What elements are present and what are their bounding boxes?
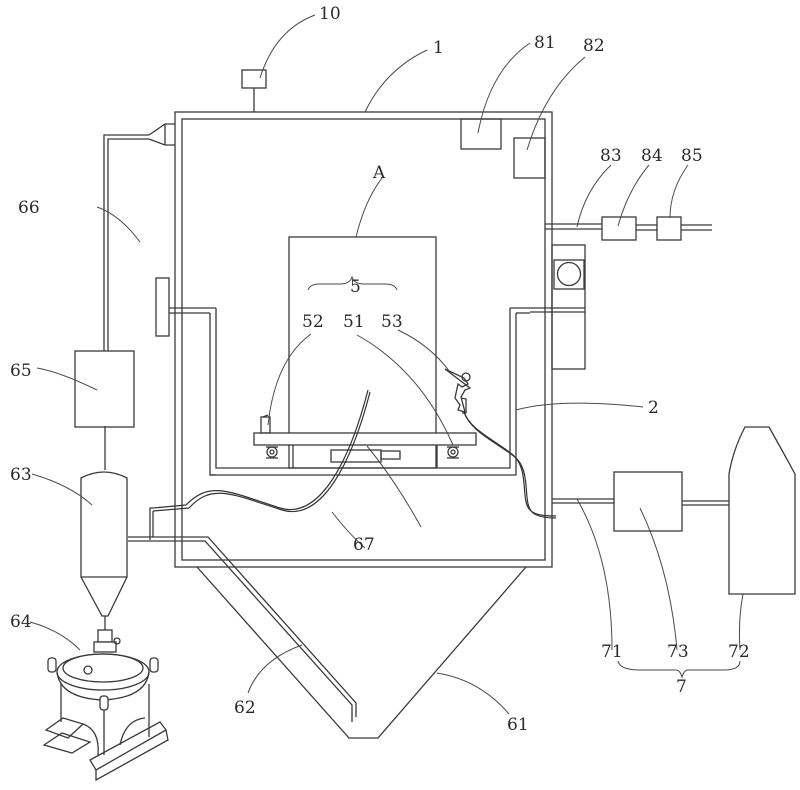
vent-line	[545, 216, 712, 241]
gas-cylinder	[728, 426, 796, 595]
label-1: 1	[433, 38, 444, 58]
valve-85	[656, 216, 682, 241]
cyclone	[80, 426, 128, 617]
label-72: 72	[728, 642, 750, 662]
label-82: 82	[583, 36, 605, 56]
label-63: 63	[10, 465, 32, 485]
label-61: 61	[507, 715, 529, 735]
label-73: 73	[667, 642, 689, 662]
leader-lines	[29, 14, 744, 715]
label-A: A	[372, 163, 386, 183]
collection-tank	[42, 616, 169, 782]
label-71: 71	[601, 642, 623, 662]
label-62: 62	[234, 698, 256, 718]
sensor-82	[513, 137, 546, 179]
spray-gun	[444, 368, 472, 414]
chute	[128, 536, 357, 722]
wheel-left	[266, 446, 278, 459]
suction-hose	[152, 389, 369, 511]
label-53: 53	[381, 312, 403, 332]
platform	[253, 432, 477, 468]
label-10: 10	[319, 4, 341, 24]
label-7: 7	[676, 677, 687, 697]
labels: 10 1 81 82 83 84 85 A 66 5 52 51 53 2 65…	[10, 4, 750, 735]
gun-hose	[463, 411, 557, 517]
valve-84	[601, 216, 637, 241]
label-85: 85	[681, 146, 703, 166]
label-84: 84	[641, 146, 663, 166]
gas-supply	[552, 426, 796, 595]
workpiece	[288, 236, 437, 469]
label-83: 83	[600, 146, 622, 166]
label-81: 81	[534, 33, 556, 53]
filter-box	[74, 350, 135, 428]
label-51: 51	[343, 312, 365, 332]
label-5: 5	[350, 277, 361, 297]
label-67: 67	[353, 535, 375, 555]
canister	[260, 414, 271, 434]
wheel-right	[447, 446, 459, 459]
label-65: 65	[10, 361, 32, 381]
label-2: 2	[648, 398, 659, 418]
label-64: 64	[10, 612, 32, 632]
housing	[174, 111, 553, 568]
pipe-66	[103, 123, 175, 351]
regulator	[613, 471, 683, 532]
hopper	[196, 566, 527, 739]
top-device	[241, 69, 267, 112]
sensor-81	[460, 118, 502, 150]
label-66: 66	[18, 198, 40, 218]
wall-bracket	[155, 277, 170, 337]
side-panel	[530, 244, 586, 370]
label-52: 52	[302, 312, 324, 332]
